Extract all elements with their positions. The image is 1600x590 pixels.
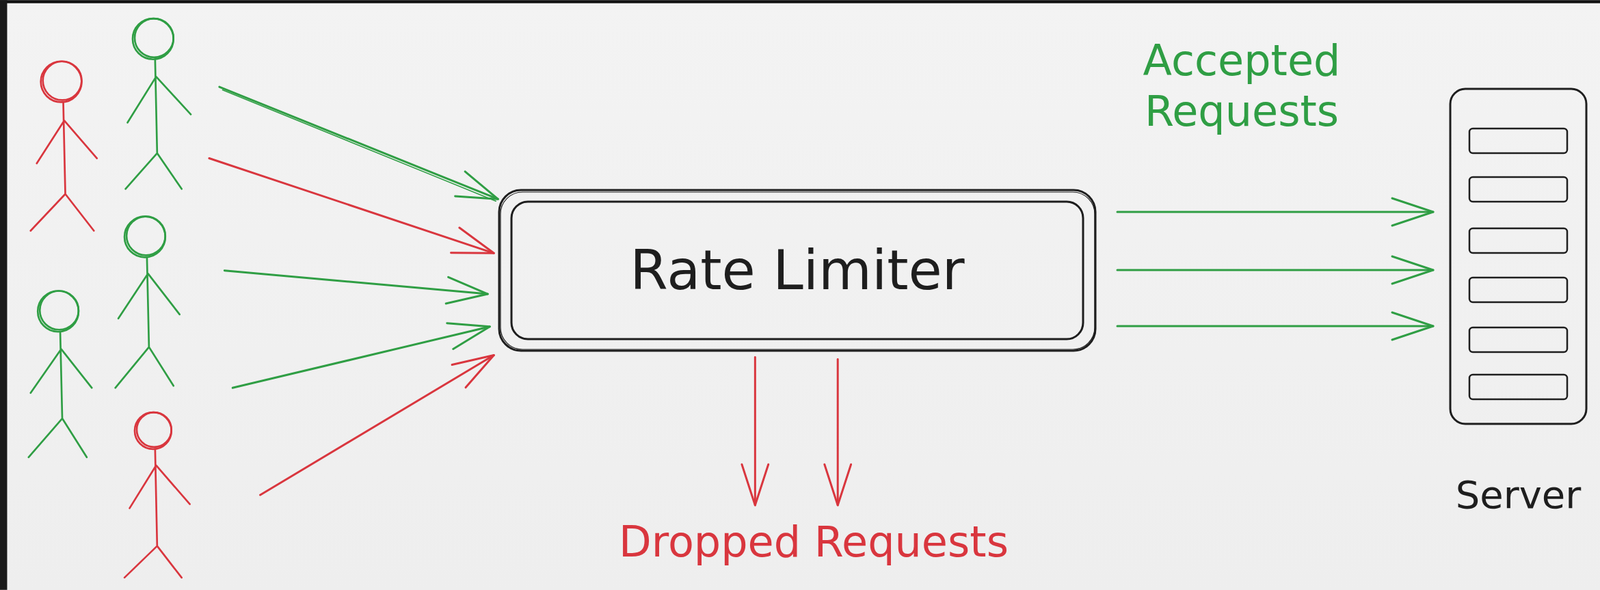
server-slot bbox=[1469, 228, 1568, 253]
allowed-user bbox=[125, 18, 192, 189]
allowed-user bbox=[115, 216, 180, 389]
text-wrap: Server bbox=[1448, 473, 1588, 517]
frame-bar bbox=[0, 0, 1600, 3]
rate-limiter-box: Rate Limiter bbox=[497, 188, 1097, 353]
server-slot bbox=[1469, 374, 1568, 400]
server-slot bbox=[1469, 327, 1568, 353]
blocked-user bbox=[124, 412, 191, 578]
server-slot bbox=[1469, 177, 1568, 202]
node-title: Rate Limiter bbox=[629, 240, 965, 301]
server-body bbox=[1450, 88, 1587, 424]
outer-border bbox=[500, 192, 1095, 350]
frame-bar bbox=[0, 0, 7, 590]
server-slot bbox=[1469, 128, 1568, 154]
dropped-label: Dropped Requests bbox=[540, 516, 1088, 568]
server-node: Server bbox=[1448, 87, 1588, 517]
accepted-arrow bbox=[1117, 325, 1434, 328]
allowed-user bbox=[28, 291, 93, 458]
accepted-arrow bbox=[1117, 211, 1434, 214]
incoming-requests bbox=[209, 86, 498, 496]
node-title: Server bbox=[1448, 473, 1588, 517]
accepted-arrow bbox=[1117, 269, 1434, 272]
user-figures bbox=[28, 18, 191, 578]
blocked-user bbox=[30, 61, 98, 232]
text-wrap: Rate Limiter bbox=[497, 188, 1097, 353]
accepted-label: Accepted Requests bbox=[1118, 35, 1365, 138]
dropped-arrows bbox=[754, 357, 838, 506]
inner-border bbox=[511, 201, 1084, 340]
server-outline bbox=[1448, 87, 1588, 426]
outer-border bbox=[499, 190, 1096, 351]
server-slot bbox=[1469, 277, 1568, 303]
